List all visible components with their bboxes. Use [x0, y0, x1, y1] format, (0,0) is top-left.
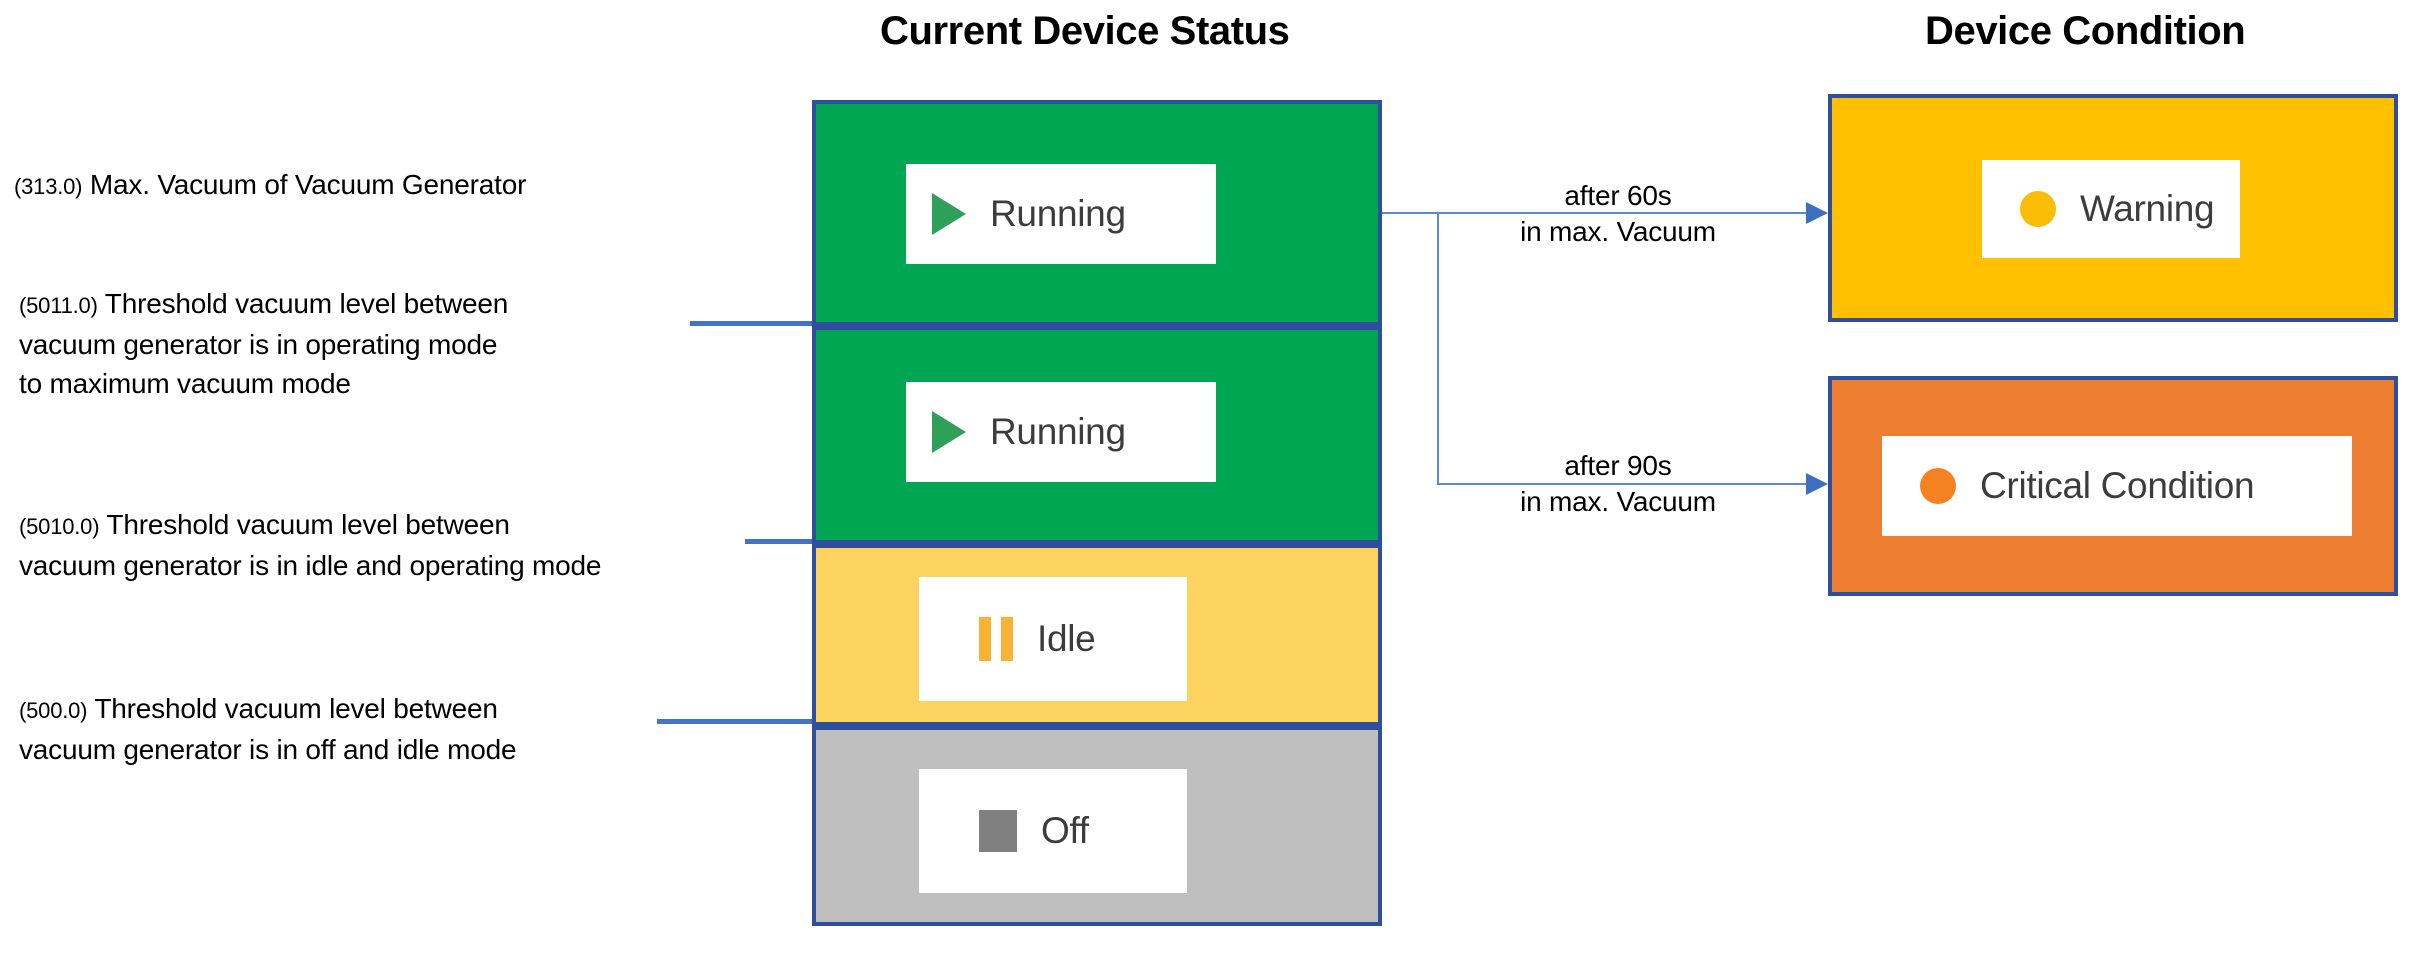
annotation-text-line3: to maximum vacuum mode [19, 368, 351, 399]
status-chip-running: Running [906, 382, 1216, 482]
status-band-off[interactable]: Off [812, 726, 1382, 926]
condition-chip-warning: Warning [1982, 160, 2240, 258]
annotation-code: (313.0) [14, 174, 83, 199]
annotation-threshold-5010: (5010.0) Threshold vacuum level between … [19, 505, 601, 585]
status-label: Running [990, 411, 1126, 452]
annotation-text-line2: vacuum generator is in off and idle mode [19, 734, 517, 765]
condition-box-critical[interactable]: Critical Condition [1828, 376, 2398, 596]
page-title-current-device-status: Current Device Status [880, 9, 1290, 53]
condition-chip-critical: Critical Condition [1882, 436, 2352, 536]
transition-line1: after 60s [1564, 180, 1672, 211]
annotation-threshold-500: (500.0) Threshold vacuum level between v… [19, 689, 517, 769]
annotation-threshold-5011: (5011.0) Threshold vacuum level between … [19, 284, 508, 403]
leader-line-5011 [690, 321, 820, 326]
annotation-code: (5011.0) [19, 293, 98, 318]
status-stack: Running Running Idle Off [812, 100, 1382, 926]
annotation-text-line1: Threshold vacuum level between [106, 509, 510, 540]
annotation-text-line1: Threshold vacuum level between [104, 288, 509, 319]
status-band-idle[interactable]: Idle [812, 544, 1382, 726]
annotation-max-vacuum: (313.0) Max. Vacuum of Vacuum Generator [14, 165, 526, 206]
play-icon [932, 193, 966, 235]
status-label: Off [1041, 810, 1089, 851]
condition-label: Critical Condition [1980, 465, 2255, 506]
connector-arm-to-warning [1437, 212, 1819, 214]
status-label: Idle [1037, 618, 1096, 659]
pause-icon [979, 617, 1013, 661]
stop-icon [979, 810, 1017, 852]
annotation-code: (500.0) [19, 698, 88, 723]
condition-label: Warning [2080, 188, 2215, 229]
status-chip-idle: Idle [919, 577, 1187, 701]
page-title-device-condition: Device Condition [1925, 9, 2246, 53]
play-icon [932, 411, 966, 453]
arrowhead-to-warning [1806, 202, 1828, 224]
connector-stub [1382, 212, 1438, 214]
status-chip-off: Off [919, 769, 1187, 893]
leader-line-500 [657, 719, 820, 724]
transition-line1: after 90s [1564, 450, 1672, 481]
connector-arm-to-critical [1437, 483, 1819, 485]
transition-label-critical: after 90s in max. Vacuum [1488, 448, 1748, 520]
connector-vertical [1437, 212, 1439, 484]
transition-line2: in max. Vacuum [1520, 486, 1716, 517]
annotation-text: Max. Vacuum of Vacuum Generator [89, 169, 527, 200]
annotation-text-line2: vacuum generator is in idle and operatin… [19, 550, 602, 581]
status-dot-icon [1920, 468, 1956, 504]
annotation-text-line2: vacuum generator is in operating mode [19, 329, 498, 360]
transition-label-warning: after 60s in max. Vacuum [1488, 178, 1748, 250]
annotation-text-line1: Threshold vacuum level between [94, 693, 498, 724]
annotation-code: (5010.0) [19, 514, 100, 539]
transition-line2: in max. Vacuum [1520, 216, 1716, 247]
leader-line-5010 [745, 539, 820, 544]
condition-box-warning[interactable]: Warning [1828, 94, 2398, 322]
status-band-running-operating[interactable]: Running [812, 326, 1382, 544]
status-dot-icon [2020, 191, 2056, 227]
arrowhead-to-critical [1806, 473, 1828, 495]
status-band-running-max-vacuum[interactable]: Running [812, 100, 1382, 326]
status-label: Running [990, 193, 1126, 234]
status-chip-running: Running [906, 164, 1216, 264]
